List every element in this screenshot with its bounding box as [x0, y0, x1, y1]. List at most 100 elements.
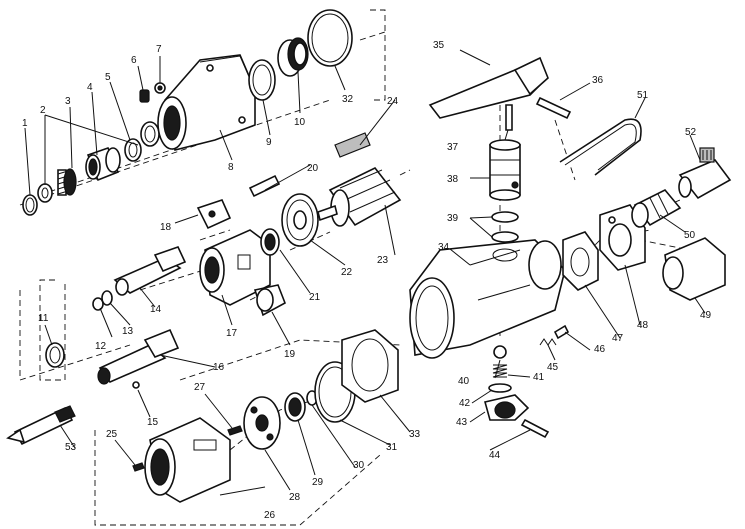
part-41-spring [492, 364, 508, 378]
callout-29: 29 [312, 477, 324, 488]
callout-26: 26 [264, 510, 276, 521]
part-38-throttle-valve [489, 139, 521, 201]
callout-6: 6 [131, 55, 137, 66]
part-2-washer [37, 183, 53, 203]
part-26-clutch-housing [144, 417, 231, 503]
callout-39: 39 [447, 213, 459, 224]
callout-41: 41 [533, 372, 545, 383]
callout-17: 17 [226, 328, 238, 339]
callout-53: 53 [65, 442, 77, 453]
part-39-o-rings [491, 211, 519, 243]
callout-32: 32 [342, 94, 354, 105]
part-51-clip [559, 118, 642, 176]
callout-5: 5 [105, 72, 111, 83]
part-40-ball [493, 345, 507, 359]
callout-2: 2 [40, 105, 46, 116]
callout-31: 31 [386, 442, 398, 453]
part-45-spring [539, 338, 557, 346]
part-21-bearing [260, 228, 280, 256]
part-46-screw [553, 324, 570, 340]
part-32-o-ring [307, 9, 353, 67]
part-35-trigger-lever [428, 56, 549, 119]
part-52-air-valve [678, 147, 732, 200]
leader-lines [24, 49, 706, 496]
part-37-pin [505, 104, 513, 131]
callout-12: 12 [95, 341, 107, 352]
callout-15: 15 [147, 417, 159, 428]
part-36-pin [535, 96, 572, 120]
part-8-front-housing [157, 54, 257, 151]
part-34-motor-housing [409, 239, 566, 359]
part-25-pin [132, 462, 145, 472]
callout-43: 43 [456, 417, 468, 428]
callout-40: 40 [458, 376, 470, 387]
callout-46: 46 [594, 344, 606, 355]
callout-18: 18 [160, 222, 172, 233]
part-49-muffler [662, 237, 726, 301]
part-3-spring [57, 168, 77, 196]
callout-49: 49 [700, 310, 712, 321]
part-28-cam-plate [243, 396, 281, 450]
part-number-labels: 1 2 3 4 5 6 7 8 9 10 11 12 13 14 15 16 1… [22, 40, 712, 521]
callout-8: 8 [228, 162, 234, 173]
part-24-blade [334, 132, 371, 158]
part-33-gasket [341, 329, 399, 403]
callout-10: 10 [294, 117, 306, 128]
part-12-ring [92, 297, 104, 311]
callout-52: 52 [685, 127, 697, 138]
callout-44: 44 [489, 450, 501, 461]
part-47-gasket [562, 231, 599, 291]
part-44-pin [520, 418, 550, 439]
callout-19: 19 [284, 349, 296, 360]
part-42-o-ring [488, 383, 512, 393]
callout-38: 38 [447, 174, 459, 185]
part-6-screw [139, 89, 150, 103]
callout-34: 34 [438, 242, 450, 253]
callout-48: 48 [637, 320, 649, 331]
part-11-bushing [45, 342, 65, 368]
callout-42: 42 [459, 398, 471, 409]
part-9-gasket [248, 59, 276, 101]
part-23-rotor [317, 166, 402, 227]
part-50-inlet-fitting [631, 189, 682, 228]
part-27-pin [227, 425, 243, 436]
callout-37: 37 [447, 142, 459, 153]
callout-22: 22 [341, 267, 353, 278]
callout-45: 45 [547, 362, 559, 373]
callout-21: 21 [309, 292, 321, 303]
callout-27: 27 [194, 382, 206, 393]
callout-51: 51 [637, 90, 649, 101]
part-14-anvil [113, 246, 187, 296]
callout-9: 9 [266, 137, 272, 148]
part-19-hammer [253, 284, 287, 317]
callout-14: 14 [150, 304, 162, 315]
callout-24: 24 [387, 96, 399, 107]
callout-36: 36 [592, 75, 604, 86]
part-20-pin [248, 174, 281, 198]
part-43-regulator [484, 394, 530, 421]
part-22-end-plate [281, 193, 319, 247]
callout-47: 47 [612, 333, 624, 344]
part-17-hammer-cage [199, 229, 271, 306]
callout-16: 16 [213, 362, 225, 373]
callout-11: 11 [38, 313, 49, 324]
part-1-snap-ring [22, 194, 38, 216]
callout-23: 23 [377, 255, 389, 266]
part-4-sleeve [85, 146, 121, 182]
callout-4: 4 [87, 82, 93, 93]
part-18-hammer [196, 199, 232, 230]
callout-33: 33 [409, 429, 421, 440]
callout-1: 1 [22, 118, 28, 129]
part-16-anvil-long [97, 328, 180, 385]
callout-35: 35 [433, 40, 445, 51]
callout-50: 50 [684, 230, 696, 241]
part-15-ball [132, 381, 140, 389]
callout-30: 30 [353, 460, 365, 471]
part-29-bearing [284, 392, 306, 422]
part-7-washer [154, 82, 166, 94]
part-53-bit [6, 405, 76, 446]
callout-20: 20 [307, 163, 319, 174]
callout-7: 7 [156, 44, 162, 55]
part-10-bearing [277, 37, 309, 77]
callout-3: 3 [65, 96, 71, 107]
